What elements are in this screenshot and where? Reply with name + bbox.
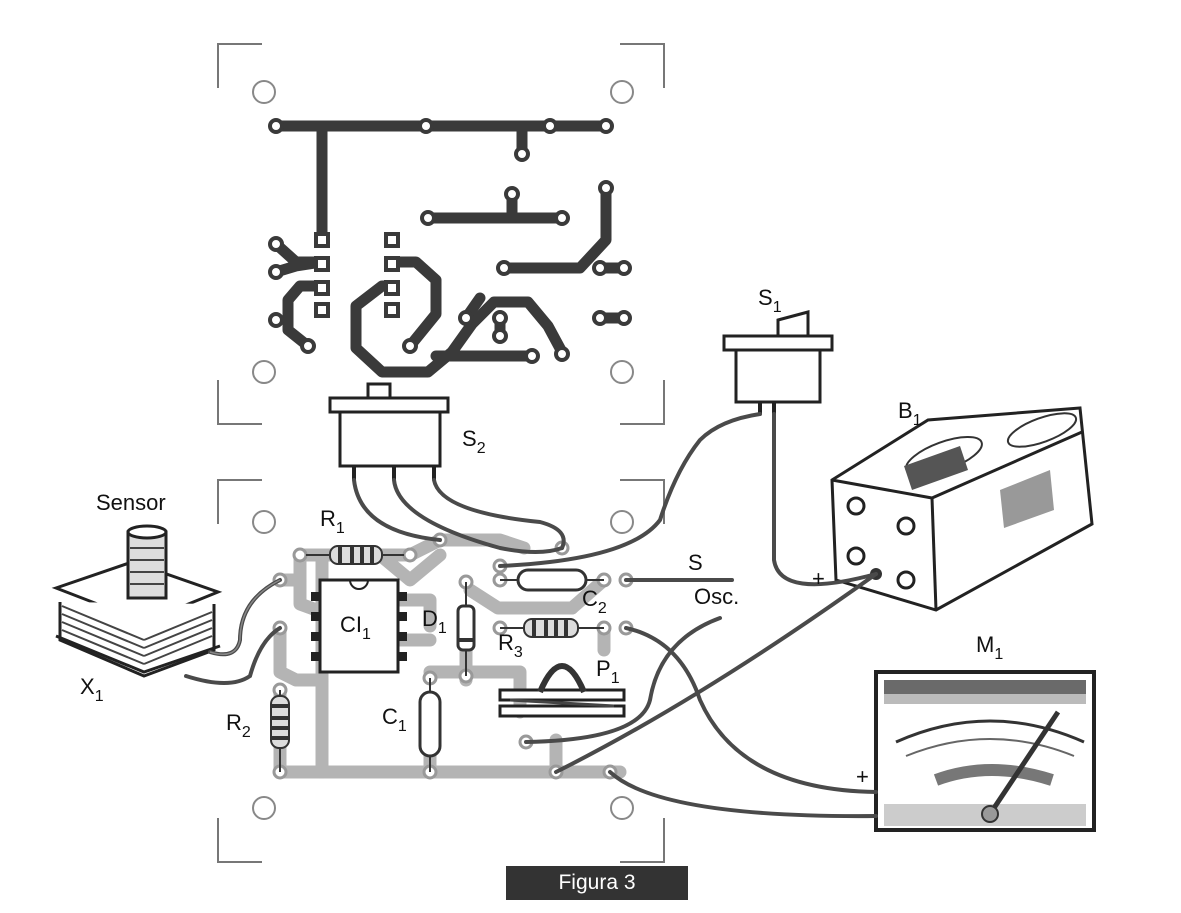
label-r3: R3 xyxy=(498,630,523,661)
top-pcb-corner-marks xyxy=(217,43,665,425)
trimmer-p1 xyxy=(498,663,626,718)
label-p1: P1 xyxy=(596,656,620,687)
resistor-r2 xyxy=(270,690,290,772)
capacitor-c2 xyxy=(500,568,604,592)
label-meter-plus: + xyxy=(856,764,869,789)
resistor-r3 xyxy=(500,618,604,638)
switch-s2 xyxy=(328,382,450,480)
label-m1: M1 xyxy=(976,632,1003,663)
label-x1: X1 xyxy=(80,674,104,705)
resistor-r1 xyxy=(306,545,404,565)
battery-holder-b1 xyxy=(830,406,1094,612)
label-d1: D1 xyxy=(422,606,447,637)
label-osc: Osc. xyxy=(694,584,739,609)
top-pcb-traces xyxy=(270,120,630,378)
wires xyxy=(184,412,878,819)
label-sensor: Sensor xyxy=(96,490,166,515)
sensor-x1 xyxy=(51,524,223,678)
bottom-pcb-mounting-holes xyxy=(252,510,634,820)
label-r2: R2 xyxy=(226,710,251,741)
label-s-output: S xyxy=(688,550,703,575)
ic-ci1 xyxy=(311,578,407,674)
label-c1: C1 xyxy=(382,704,407,735)
label-s1: S1 xyxy=(758,285,782,316)
label-ci1: CI1 xyxy=(340,612,371,643)
wires-thin xyxy=(209,579,281,655)
top-pcb-mounting-holes xyxy=(252,80,634,384)
top-pcb-pads xyxy=(268,118,632,364)
label-r1: R1 xyxy=(320,506,345,537)
top-pcb xyxy=(217,43,665,425)
capacitor-c1 xyxy=(418,678,442,772)
figure-caption: Figura 3 xyxy=(506,866,688,900)
label-battery-plus: + xyxy=(812,566,825,591)
label-c2: C2 xyxy=(582,586,607,617)
label-b1: B1 xyxy=(898,398,922,429)
diode-d1 xyxy=(456,582,476,676)
meter-m1 xyxy=(874,670,1096,832)
switch-s1 xyxy=(722,310,834,414)
label-s2: S2 xyxy=(462,426,486,457)
component-labels: S1 S2 B1 M1 X1 R1 R2 R3 C1 C2 D1 P1 CI1 … xyxy=(80,285,1003,789)
